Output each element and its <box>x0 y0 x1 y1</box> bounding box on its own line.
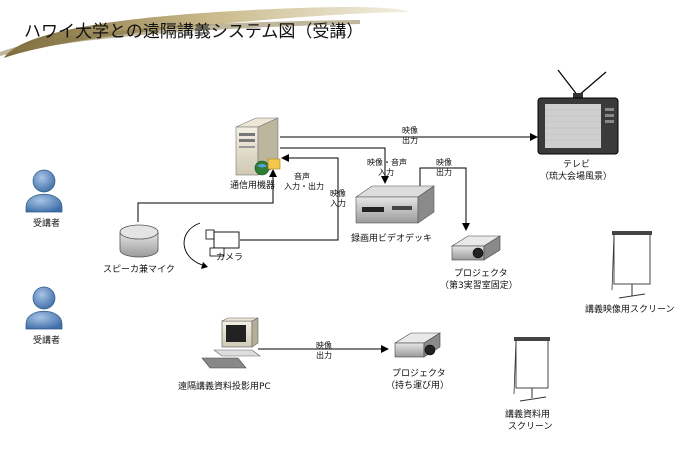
projector1-label: プロジェクタ <box>454 268 508 279</box>
screen-icon <box>611 231 652 299</box>
camera-label: カメラ <box>216 252 243 263</box>
screen2-label-1: 講義資料用 <box>505 408 550 420</box>
tv-label: テレビ <box>563 159 590 170</box>
screen-lecture-material: 講義資料用 スクリーン <box>505 337 553 432</box>
screen2-label-2: スクリーン <box>508 421 553 432</box>
title-swoosh <box>4 7 410 58</box>
globe-icon <box>254 160 270 176</box>
antenna-icon <box>557 69 579 97</box>
projector2-sublabel: （持ち運び用） <box>386 379 449 391</box>
projector1-sublabel: （第3実習室固定） <box>440 279 518 291</box>
pc-label: 遠隔講義資料投影用PC <box>178 380 271 392</box>
pc-icon <box>201 317 261 369</box>
connection-labels: 映像 出力 映像・音声 入力 映像 出力 音声 入力・出力 映像 入力 映像 出… <box>284 125 452 360</box>
label-audio-io-1: 音声 <box>294 171 310 181</box>
person-icon <box>25 169 63 213</box>
projector-icon <box>394 342 425 358</box>
speaker-mic: スピーカ兼マイク <box>103 224 175 275</box>
projector-portable: プロジェクタ （持ち運び用） <box>386 332 449 391</box>
tv-device: テレビ （琉大会場風景） <box>537 69 619 182</box>
label-video-out-tv-2: 出力 <box>402 135 418 145</box>
camera-icon <box>213 231 240 249</box>
label-video-out-deck-2: 出力 <box>436 167 452 177</box>
link-server-deck <box>280 147 389 184</box>
link-camera-server <box>240 154 339 241</box>
link-speaker-server <box>137 169 277 222</box>
projector-fixed: プロジェクタ （第3実習室固定） <box>440 235 518 291</box>
projector2-label: プロジェクタ <box>392 368 446 379</box>
person-icon <box>25 286 63 330</box>
screen-icon <box>513 337 550 402</box>
server-device: 通信用機器 <box>230 117 281 191</box>
label-av-in-1: 映像・音声 <box>367 157 407 167</box>
student-1-label: 受講者 <box>33 217 60 229</box>
screen1-label: 講義映像用スクリーン <box>585 303 675 315</box>
diagram-title: ハワイ大学との遠隔講義システム図（受講） <box>24 22 363 42</box>
pan-arc <box>183 222 207 267</box>
label-av-in-2: 入力 <box>378 167 394 177</box>
tv-sublabel: （琉大会場風景） <box>540 170 612 182</box>
label-pc-out-2: 出力 <box>316 350 332 360</box>
video-deck: 録画用ビデオデッキ <box>351 185 435 244</box>
folder-icon <box>267 158 281 170</box>
label-video-out-deck-1: 映像 <box>436 157 452 167</box>
label-pc-out-1: 映像 <box>316 340 332 350</box>
student-2: 受講者 <box>25 286 63 346</box>
label-audio-io-2: 入力・出力 <box>284 181 324 191</box>
speaker-label: スピーカ兼マイク <box>103 263 175 275</box>
server-label: 通信用機器 <box>230 179 275 191</box>
screen-lecture-video: 講義映像用スクリーン <box>585 231 675 315</box>
title-banner: ハワイ大学との遠隔講義システム図（受講） <box>0 7 410 58</box>
label-video-in-2: 入力 <box>330 198 346 208</box>
label-video-out-tv-1: 映像 <box>402 125 418 135</box>
student-2-label: 受講者 <box>33 334 60 346</box>
pc-device: 遠隔講義資料投影用PC <box>178 317 271 392</box>
label-video-in-1: 映像 <box>330 188 346 198</box>
student-1: 受講者 <box>25 169 63 229</box>
deck-label: 録画用ビデオデッキ <box>351 232 432 244</box>
camera-device: カメラ <box>183 222 243 269</box>
link-deck-projector <box>419 167 470 231</box>
